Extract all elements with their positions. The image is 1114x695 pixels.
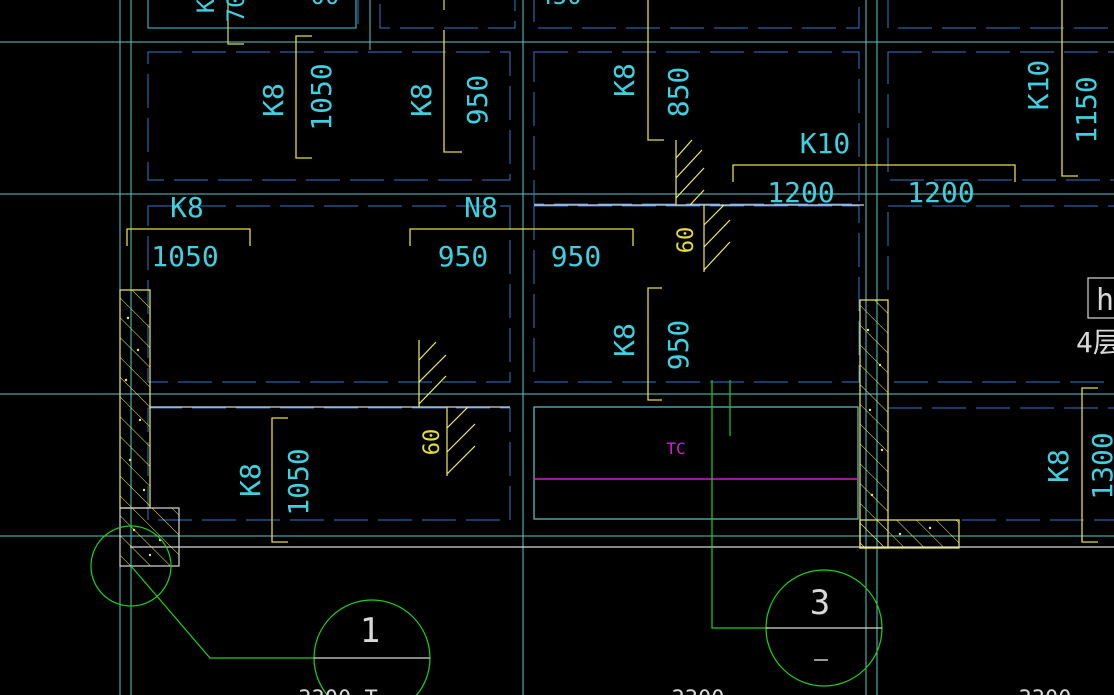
hatch-3-b [418, 354, 447, 383]
tc-label: TC [666, 439, 685, 458]
label-k8-c: K8 [608, 63, 641, 97]
axis-bubble-1[interactable]: 1 [313, 599, 431, 695]
bottom-clipped-text: 3300 T 3300 3300 [298, 687, 1071, 695]
label-950-g2: 950 [551, 240, 602, 273]
axis-bubble-3[interactable]: 3 [765, 569, 883, 687]
hatch-1-b [675, 149, 703, 179]
tc-opening[interactable]: TC [533, 406, 859, 520]
hatch-3-c [418, 375, 447, 405]
h-box [1087, 277, 1114, 319]
rebar-brackets [126, 0, 1098, 543]
label-950-i: 950 [662, 320, 695, 371]
label-1150-d: 1150 [1070, 76, 1103, 143]
label-k8-i: K8 [608, 323, 641, 357]
axis-bubble-1-label: 1 [360, 611, 380, 651]
label-1300-l: 1300 [1086, 432, 1114, 499]
hatch-4-c [446, 445, 476, 475]
hatch-marks [418, 139, 731, 476]
axis-bubble-left-circle [90, 525, 172, 607]
slab-panel-top-4 [887, 0, 1114, 29]
slab-panel-5 [533, 205, 860, 383]
label-950-b: 950 [461, 75, 494, 126]
bracket-n8-950-g [409, 228, 634, 246]
tc-opening-outline [533, 406, 859, 520]
slab-panel-2 [533, 51, 860, 205]
top-bracket [227, 0, 244, 45]
label-950-g1: 950 [438, 240, 489, 273]
top-label-70: 70 [222, 0, 250, 22]
beam-lines [130, 204, 1114, 548]
slab-panel-6 [887, 205, 1114, 383]
slab-panel-top-2 [379, 0, 516, 29]
hatch-2-b [703, 219, 731, 248]
bracket-k8-950-b [443, 30, 462, 153]
bracket-k8-1050-k [271, 417, 288, 543]
label-k8-l: K8 [1042, 449, 1075, 483]
rebar-text: K8 1050 K8 950 K8 850 K10 1150 K10 1200 … [151, 60, 1114, 516]
label-k8-a: K8 [257, 83, 290, 117]
hatch-2-a [703, 204, 725, 226]
hatch-3-a [418, 341, 437, 361]
hatch-2-c [703, 241, 731, 271]
h-box-label: h [1096, 283, 1114, 318]
label-k8-f: K8 [170, 191, 204, 224]
wall-right [859, 299, 889, 549]
slab-panel-4 [147, 205, 511, 383]
hatch-1-d [689, 189, 705, 206]
slab-panel-3 [887, 51, 1114, 181]
bottom-label-1: 3300 T [298, 687, 377, 695]
axis-bubble-left[interactable] [90, 525, 172, 607]
bracket-k8-1050-a [295, 35, 312, 159]
bracket-k8-1050-f [126, 228, 251, 246]
label-1050-k: 1050 [282, 448, 315, 515]
hatch-4-b [446, 423, 476, 453]
label-1200-e2: 1200 [907, 176, 974, 209]
slab-panel-7 [147, 407, 511, 521]
top-label-00: 00 [311, 0, 340, 10]
bracket-k8-1300-l [1081, 387, 1098, 543]
hatch-4-a [446, 406, 469, 429]
hatch-1-a [675, 139, 693, 159]
top-cyan-box [147, 0, 357, 29]
wall-right-base [859, 519, 960, 549]
top-label-450: 450 [538, 0, 581, 10]
label-n8-g: N8 [464, 191, 498, 224]
top-clipped-items: K 70 00 450 [147, 0, 582, 45]
bracket-k8-950-i [647, 287, 662, 401]
bracket-k10-1200-e [732, 164, 1016, 182]
label-k10-e: K10 [800, 127, 851, 160]
slab-panel-1 [147, 51, 511, 181]
floor-label: 4层 [1076, 326, 1114, 359]
label-k8-b: K8 [405, 83, 438, 117]
wall-left-base [119, 507, 180, 567]
hatch-1-c [675, 167, 705, 199]
thickness-text: 60 60 [420, 227, 699, 456]
bottom-label-3: 3300 [1019, 687, 1072, 695]
bottom-label-2: 3300 [672, 687, 725, 695]
label-k8-k: K8 [234, 463, 267, 497]
label-1050-a: 1050 [305, 63, 338, 130]
bracket-k10-1150-d [1061, 0, 1078, 177]
wall-left [119, 289, 151, 509]
slab-panel-8 [887, 407, 1114, 521]
axis-3-leader [711, 380, 768, 629]
axis-1-leader [130, 565, 315, 659]
slab-panel-top-3 [533, 0, 860, 29]
level-annotation: h 4层 [1076, 277, 1114, 359]
label-k10-d: K10 [1022, 60, 1055, 111]
walls [119, 289, 960, 567]
label-60-h: 60 [674, 227, 699, 254]
top-label-k: K [192, 0, 220, 13]
label-1200-e1: 1200 [767, 176, 834, 209]
label-1050-f: 1050 [151, 240, 218, 273]
wall-aggregate-dots [124, 316, 932, 557]
label-60-j: 60 [420, 429, 445, 456]
label-850-c: 850 [662, 67, 695, 118]
axis-bubble-3-label: 3 [810, 583, 830, 623]
bracket-k8-850-c [647, 0, 664, 141]
